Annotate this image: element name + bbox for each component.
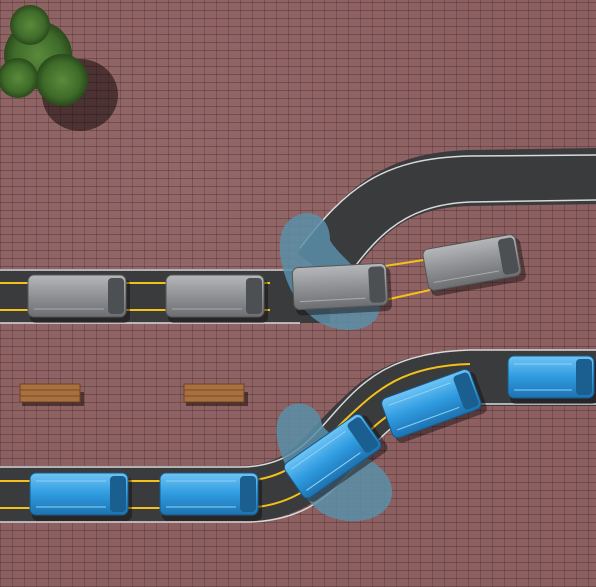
bench-left xyxy=(19,383,84,406)
grey-vehicle xyxy=(165,274,268,323)
grey-vehicle xyxy=(422,234,526,296)
blue-vehicle xyxy=(381,369,487,443)
grey-convoy xyxy=(27,234,526,323)
grey-vehicle xyxy=(27,274,130,323)
blue-convoy xyxy=(29,355,596,521)
grey-vehicle xyxy=(291,262,393,316)
blue-vehicle xyxy=(159,472,262,521)
blue-vehicle xyxy=(283,413,388,502)
blue-vehicle xyxy=(29,472,132,521)
tree-icon xyxy=(0,5,118,131)
bench-right xyxy=(183,383,248,406)
blue-vehicle xyxy=(507,355,596,404)
